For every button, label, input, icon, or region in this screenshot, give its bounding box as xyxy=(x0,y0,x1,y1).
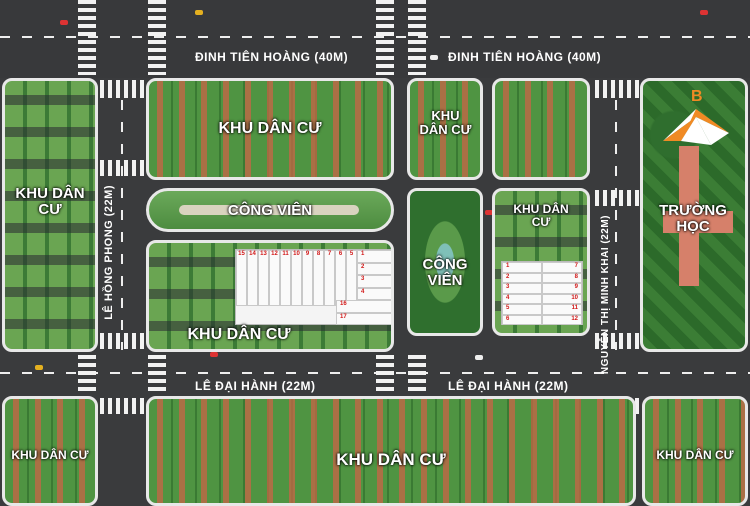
road-dinh-tien-hoang xyxy=(0,0,750,78)
lot[interactable]: 5 xyxy=(346,250,357,306)
lane-marking xyxy=(0,36,750,38)
zone-label: KHU DÂN CƯ xyxy=(656,448,734,462)
zone-mid-top-residential: KHU DÂN CƯ xyxy=(407,78,483,180)
lot[interactable]: 17 xyxy=(336,312,391,325)
lot[interactable]: 2 xyxy=(357,262,391,275)
zone-label: CÔNG VIÊN xyxy=(227,202,313,219)
lot[interactable]: 12 xyxy=(542,314,582,325)
lot[interactable]: 9 xyxy=(302,250,313,306)
lot[interactable]: 5 xyxy=(502,304,542,315)
zone-label: KHU DÂN CƯ xyxy=(419,108,472,137)
lot[interactable]: 11 xyxy=(542,304,582,315)
car xyxy=(210,352,218,357)
school-logo: B xyxy=(661,88,731,145)
crosswalk xyxy=(148,355,166,393)
crosswalk xyxy=(148,0,166,75)
car xyxy=(700,10,708,15)
car xyxy=(60,20,68,25)
lot[interactable]: 4 xyxy=(357,287,391,300)
crosswalk xyxy=(408,355,426,393)
car xyxy=(195,10,203,15)
road-label: LÊ ĐẠI HÀNH (22M) xyxy=(195,379,316,393)
car xyxy=(35,365,43,370)
zone-school: B TRƯỜNG HỌC xyxy=(640,78,748,352)
crosswalk xyxy=(595,333,640,349)
lot[interactable]: 6 xyxy=(335,250,346,306)
zone-left-residential: KHU DÂN CƯ xyxy=(2,78,98,352)
park-path xyxy=(179,205,359,215)
crosswalk xyxy=(595,190,640,206)
crosswalk xyxy=(376,0,394,75)
zone-top-center-residential: KHU DÂN CƯ xyxy=(146,78,394,180)
crosswalk xyxy=(376,355,394,393)
logo-umbrella-icon xyxy=(663,109,729,145)
crosswalk xyxy=(100,160,145,176)
lot[interactable]: 10 xyxy=(542,293,582,304)
lot[interactable]: 9 xyxy=(542,283,582,294)
zone-label: TRƯỜNG HỌC xyxy=(659,202,727,235)
lot[interactable]: 3 xyxy=(502,283,542,294)
logo-letter: B xyxy=(691,88,703,105)
crosswalk xyxy=(100,333,145,349)
road-label: ĐINH TIÊN HOÀNG (40M) xyxy=(195,50,349,64)
zone-label: KHU DÂN CƯ xyxy=(11,448,89,462)
lot[interactable]: 8 xyxy=(313,250,324,306)
crosswalk xyxy=(595,80,640,98)
road-label: NGUYỄN THỊ MINH KHAI (22M) xyxy=(600,215,611,375)
crosswalk xyxy=(408,0,426,75)
car xyxy=(430,55,438,60)
school-building xyxy=(663,211,733,233)
lot[interactable]: 4 xyxy=(502,293,542,304)
lane-marking xyxy=(121,100,123,350)
lot[interactable]: 15 xyxy=(236,250,247,306)
lot[interactable]: 14 xyxy=(247,250,258,306)
crosswalk xyxy=(100,80,145,98)
zone-bottom-left-residential: KHU DÂN CƯ xyxy=(2,396,98,506)
lot[interactable]: 7 xyxy=(324,250,335,306)
zone-top-right-residential xyxy=(492,78,590,180)
lot[interactable]: 6 xyxy=(502,314,542,325)
zone-label: KHU DÂN CƯ xyxy=(336,450,446,469)
zone-mid-park: CÔNG VIÊN xyxy=(407,188,483,336)
crosswalk xyxy=(78,0,96,75)
zone-label: CÔNG VIÊN xyxy=(422,256,468,289)
lot[interactable]: 11 xyxy=(280,250,291,306)
zone-label: KHU DÂN CƯ xyxy=(513,202,569,229)
road-label: ĐINH TIÊN HOÀNG (40M) xyxy=(448,50,602,64)
lot[interactable]: 1 xyxy=(357,250,391,263)
lot[interactable]: 7 xyxy=(542,262,582,273)
lot[interactable]: 1 xyxy=(502,262,542,273)
zone-label: KHU DÂN CƯ xyxy=(187,326,291,343)
lot[interactable]: 13 xyxy=(258,250,269,306)
lot[interactable]: 3 xyxy=(357,275,391,288)
zone-label: KHU DÂN CƯ xyxy=(218,120,322,137)
lane-marking xyxy=(0,372,750,374)
car xyxy=(485,210,493,215)
lot[interactable]: 16 xyxy=(336,300,391,313)
lot[interactable]: 2 xyxy=(502,272,542,283)
zone-bottom-right-residential: KHU DÂN CƯ xyxy=(642,396,748,506)
crosswalk xyxy=(100,398,145,414)
crosswalk xyxy=(78,355,96,393)
zone-park-strip: CÔNG VIÊN xyxy=(146,188,394,232)
car xyxy=(475,355,483,360)
lot[interactable]: 12 xyxy=(269,250,280,306)
zone-bottom-center-residential: KHU DÂN CƯ xyxy=(146,396,636,506)
road-label: LÊ HỒNG PHONG (22M) xyxy=(103,185,115,320)
road-label: LÊ ĐẠI HÀNH (22M) xyxy=(448,379,569,393)
zone-label: KHU DÂN CƯ xyxy=(15,185,85,218)
lot[interactable]: 10 xyxy=(291,250,302,306)
lot[interactable]: 8 xyxy=(542,272,582,283)
lane-marking xyxy=(615,100,617,350)
